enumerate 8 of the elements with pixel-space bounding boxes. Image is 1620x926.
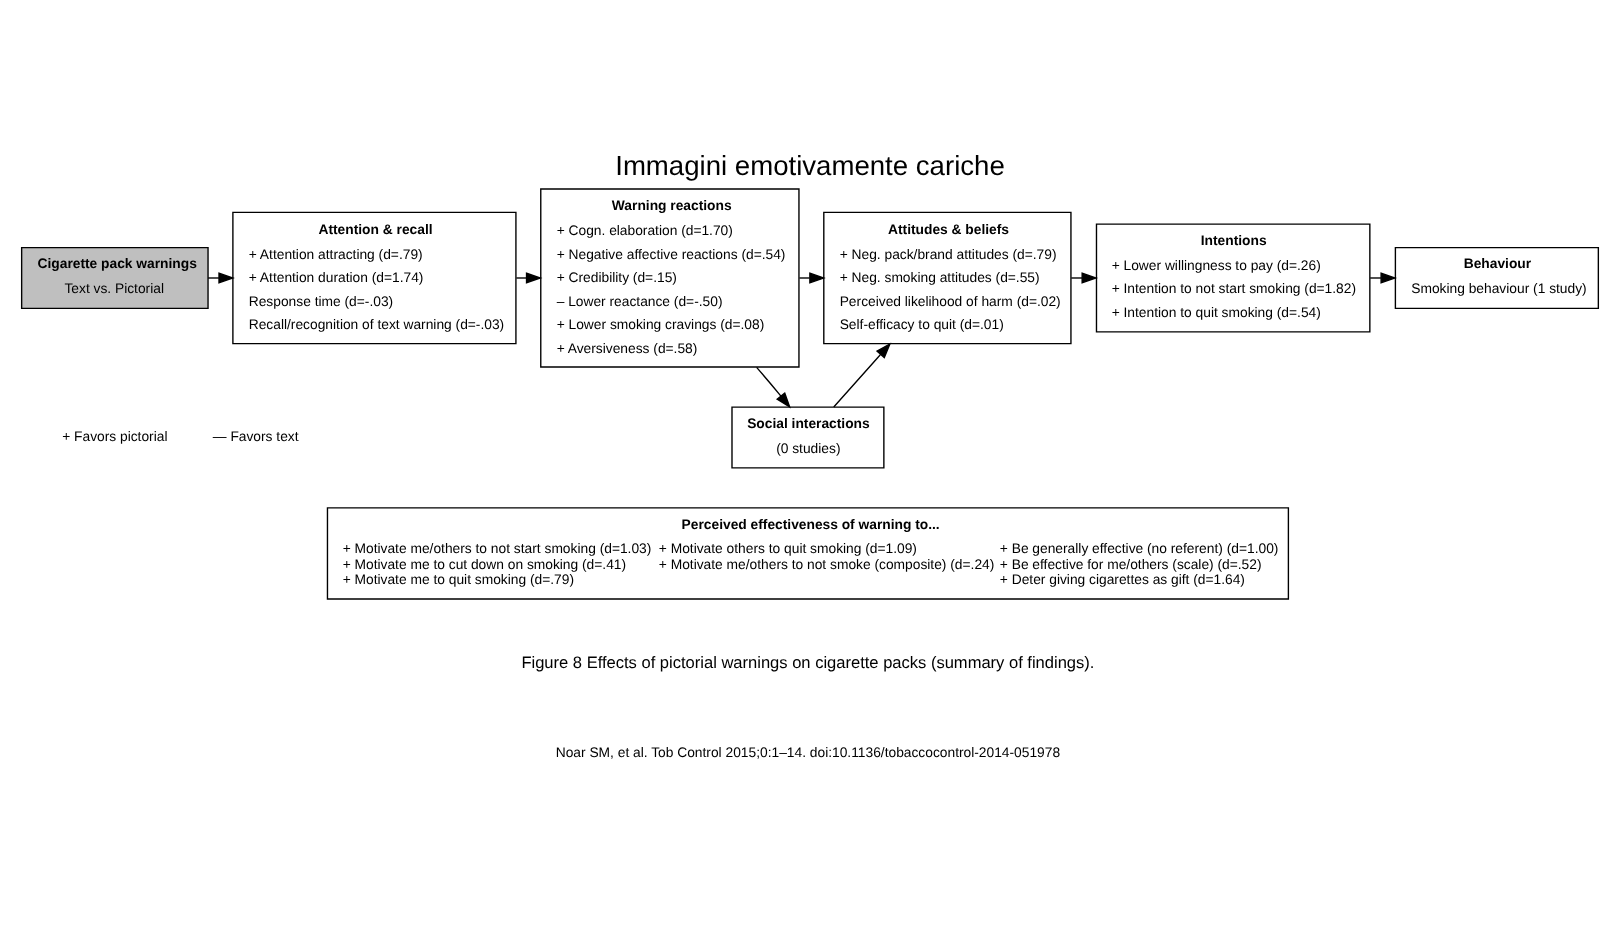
arrow [755, 366, 791, 409]
arrow [1369, 272, 1397, 284]
arrow [515, 272, 543, 284]
arrow [207, 272, 235, 284]
diagram-title: Immagini emotivamente cariche [615, 151, 1005, 182]
arrow [798, 272, 826, 284]
arrow [833, 342, 892, 408]
arrow [1070, 272, 1099, 284]
